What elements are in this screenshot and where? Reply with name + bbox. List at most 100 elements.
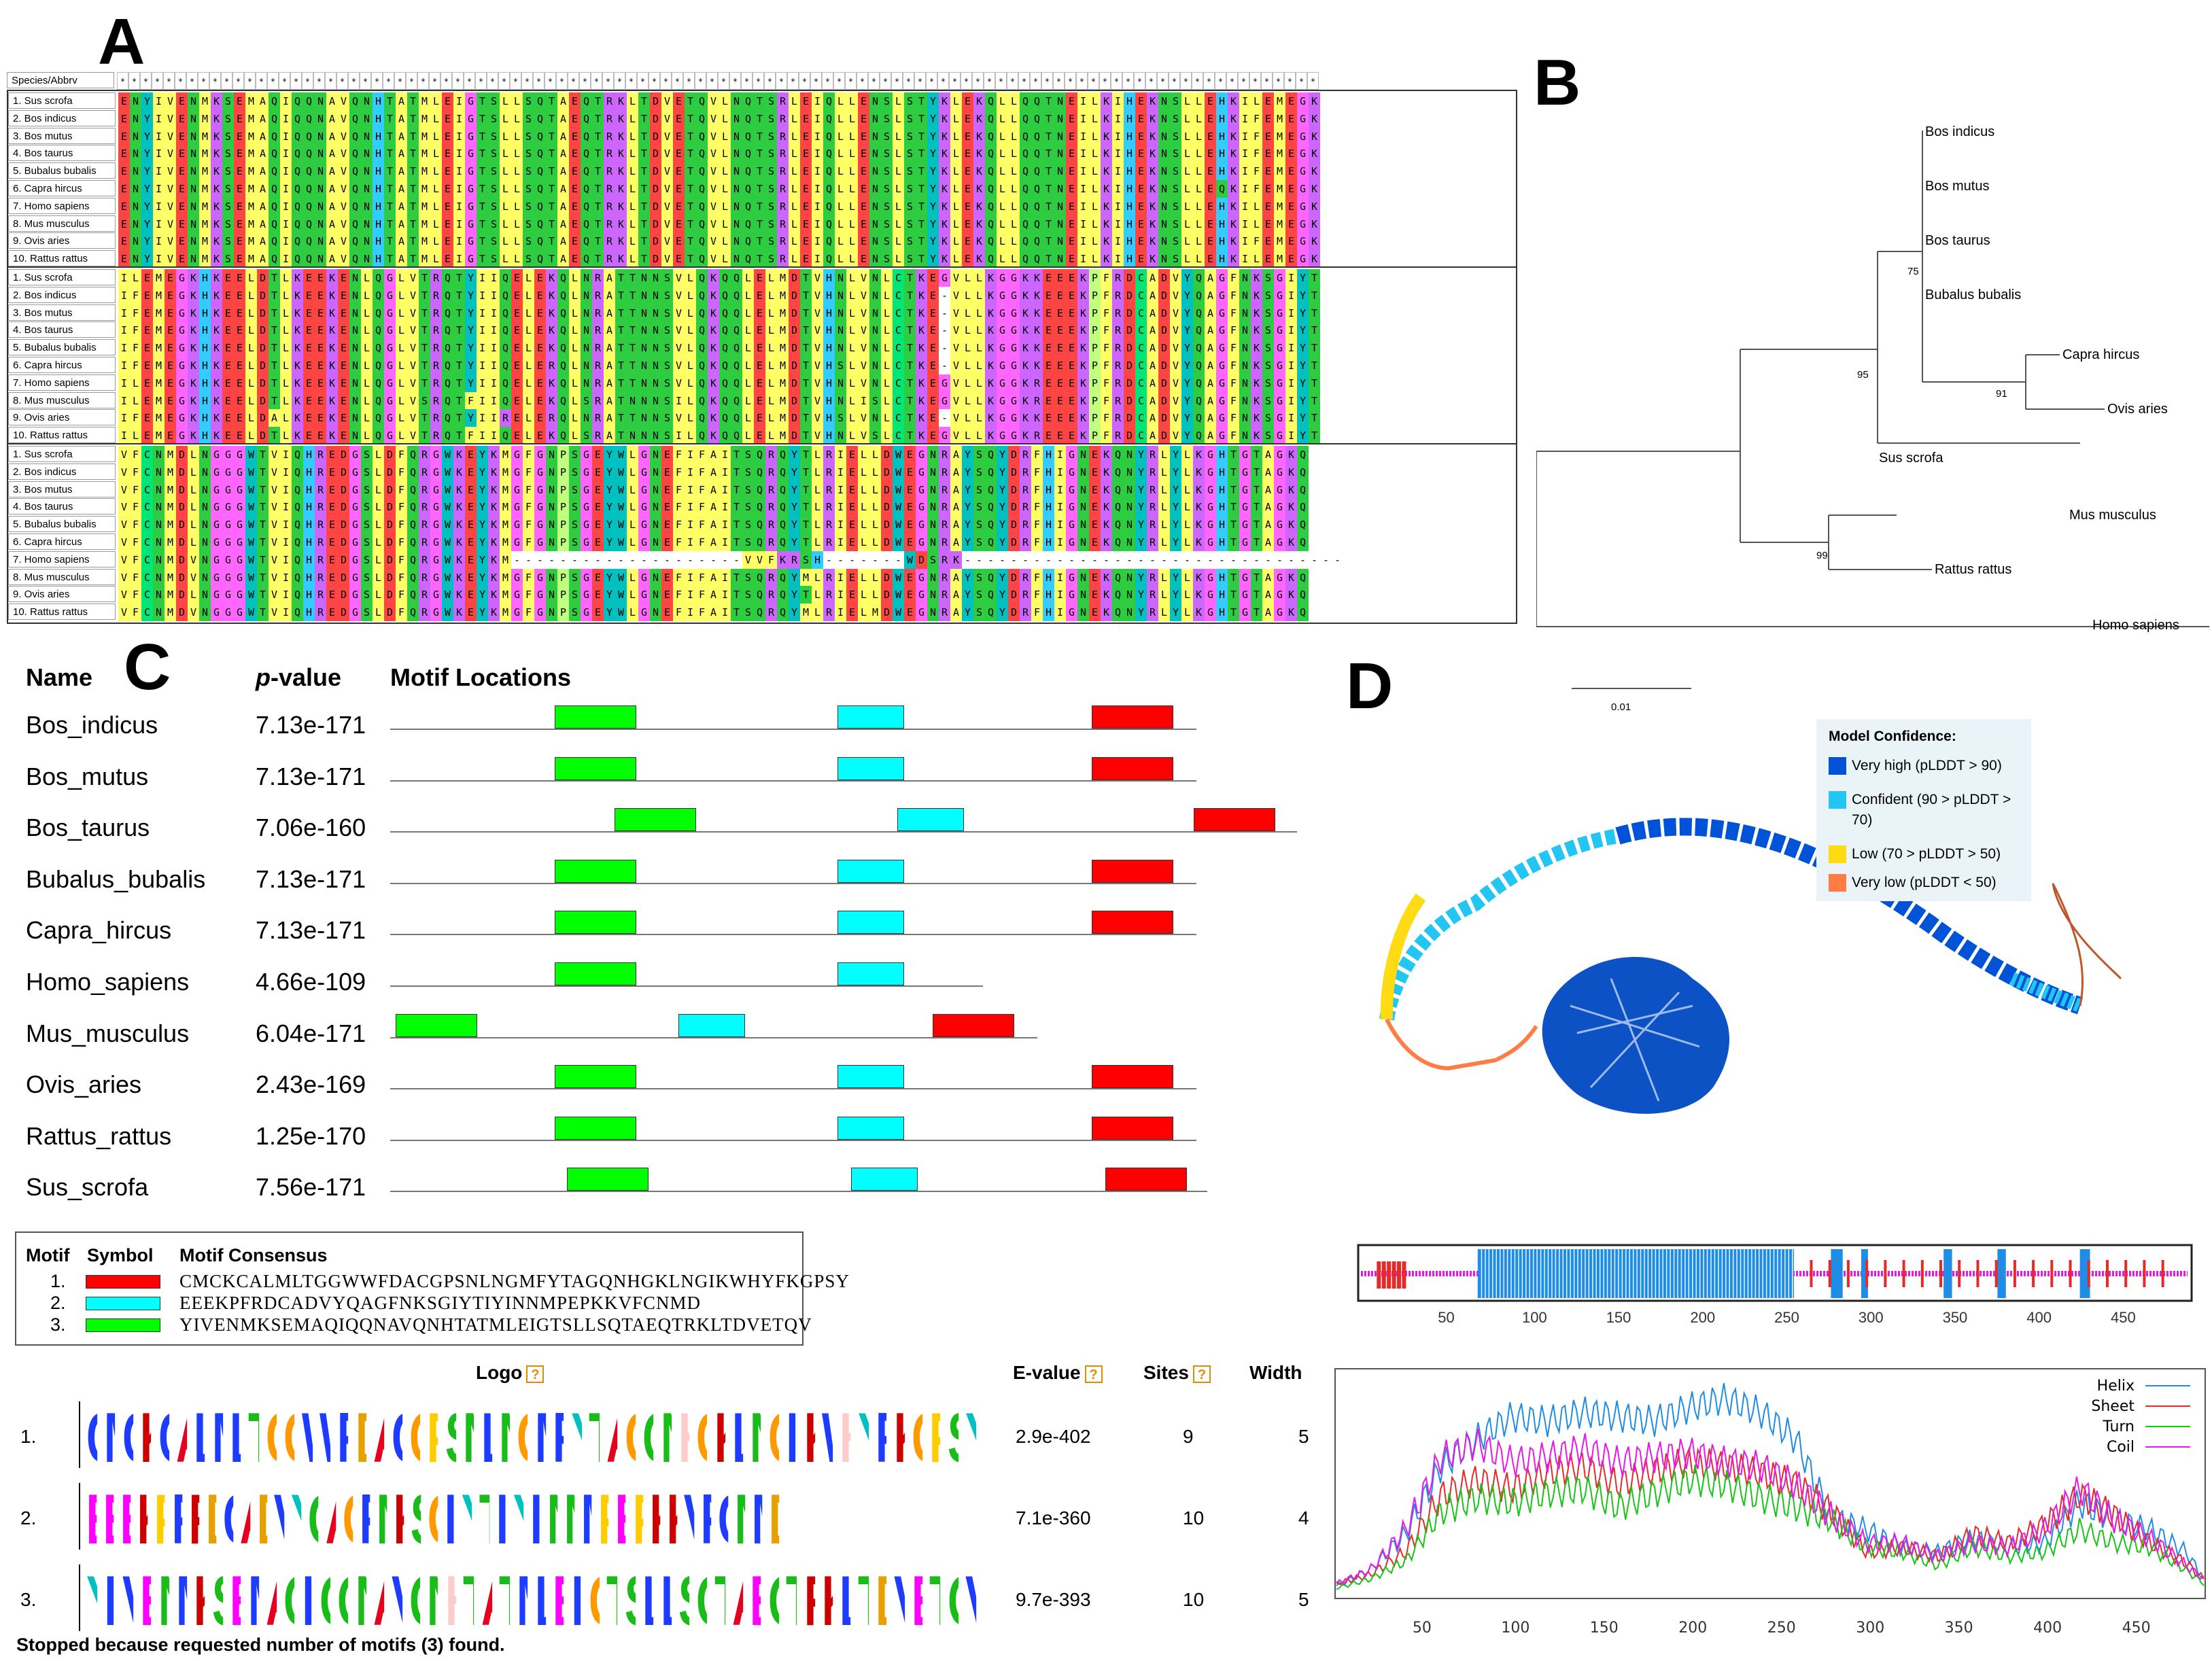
residue: W	[442, 498, 453, 517]
residue: R	[592, 374, 604, 392]
residue: G	[211, 516, 222, 534]
residue: E	[904, 446, 916, 464]
residue: I	[453, 162, 465, 181]
residue: E	[442, 232, 453, 251]
residue: E	[234, 145, 245, 163]
logo-letter: A	[240, 1490, 251, 1550]
residue: N	[130, 127, 141, 145]
motif-sites: 9	[1183, 1426, 1194, 1447]
residue: Q	[1031, 145, 1043, 163]
residue: L	[846, 162, 858, 181]
logo-letter: C	[86, 1408, 97, 1468]
residue: L	[627, 463, 638, 481]
residue: G	[916, 480, 927, 499]
residue: G	[349, 446, 361, 464]
residue: I	[153, 250, 165, 268]
residue: Y	[477, 586, 488, 604]
residue: L	[511, 232, 523, 251]
residue: Y	[962, 498, 973, 517]
residue: Q	[500, 286, 511, 304]
residue: S	[222, 250, 234, 268]
residue: K	[1147, 127, 1158, 145]
logo-letter: D	[876, 1571, 886, 1631]
residue: Q	[742, 215, 754, 233]
residue: I	[477, 304, 488, 322]
residue: Q	[292, 180, 303, 198]
residue: N	[1158, 127, 1170, 145]
residue: Q	[581, 92, 592, 110]
species-label: 8. Mus musculus	[8, 568, 116, 585]
motif-3-box	[615, 808, 696, 832]
residue: N	[153, 480, 165, 499]
logo-letter: K	[822, 1571, 833, 1631]
residue: M	[245, 127, 257, 145]
residue: E	[141, 427, 153, 445]
residue: E	[858, 250, 869, 268]
helix-stripe	[1585, 1249, 1586, 1298]
residue: L	[846, 357, 858, 374]
residue: P	[557, 498, 569, 517]
residue: L	[973, 391, 985, 410]
residue: F	[673, 568, 685, 587]
residue: N	[869, 215, 881, 233]
residue: -	[939, 339, 950, 357]
residue: N	[153, 534, 165, 551]
residue: V	[812, 269, 823, 287]
residue: L	[869, 498, 881, 517]
residue: V	[858, 427, 869, 445]
residue: M	[500, 516, 511, 534]
residue: E	[511, 427, 523, 445]
residue: W	[893, 534, 904, 551]
residue: Q	[269, 197, 280, 215]
residue: L	[846, 109, 858, 128]
residue: A	[396, 127, 407, 145]
residue: K	[211, 250, 222, 268]
residue: I	[1054, 604, 1066, 622]
conservation-mark: *	[186, 72, 198, 90]
residue: K	[211, 145, 222, 163]
residue: K	[546, 391, 557, 410]
help-icon[interactable]: ?	[526, 1365, 545, 1383]
residue: Q	[985, 215, 997, 233]
residue: A	[1205, 357, 1216, 374]
residue: E	[165, 409, 176, 427]
residue: E	[592, 568, 604, 587]
residue: M	[777, 304, 789, 322]
residue: K	[615, 180, 627, 198]
residue: E	[1262, 197, 1274, 215]
residue: I	[280, 604, 292, 622]
residue: H	[1043, 498, 1054, 517]
residue: L	[893, 109, 904, 128]
residue: V	[708, 232, 719, 251]
residue: Q	[292, 232, 303, 251]
residue: Q	[534, 92, 546, 110]
residue: T	[685, 92, 696, 110]
residue: M	[165, 534, 176, 551]
residue: A	[604, 409, 615, 427]
residue: G	[465, 92, 477, 110]
residue: G	[234, 586, 245, 604]
helix-stripe	[1751, 1249, 1752, 1298]
residue: G	[384, 269, 396, 287]
residue: A	[396, 215, 407, 233]
residue: K	[546, 427, 557, 445]
residue: L	[881, 321, 893, 340]
residue: T	[1228, 534, 1239, 551]
residue: L	[846, 232, 858, 251]
residue: E	[234, 269, 245, 287]
conservation-mark: *	[452, 72, 464, 90]
logo-letter: L	[230, 1408, 241, 1468]
residue: H	[1043, 516, 1054, 534]
residue: T	[754, 109, 765, 128]
residue: N	[731, 162, 742, 181]
help-icon[interactable]: ?	[1192, 1365, 1211, 1383]
residue: Q	[1020, 215, 1031, 233]
residue: G	[581, 604, 592, 622]
help-icon[interactable]: ?	[1084, 1365, 1103, 1383]
residue: V	[708, 215, 719, 233]
residue: L	[858, 480, 869, 499]
logo-letter: G	[912, 1408, 922, 1468]
residue: Q	[985, 568, 997, 587]
residue: Q	[292, 534, 303, 551]
residue: E	[118, 197, 130, 215]
